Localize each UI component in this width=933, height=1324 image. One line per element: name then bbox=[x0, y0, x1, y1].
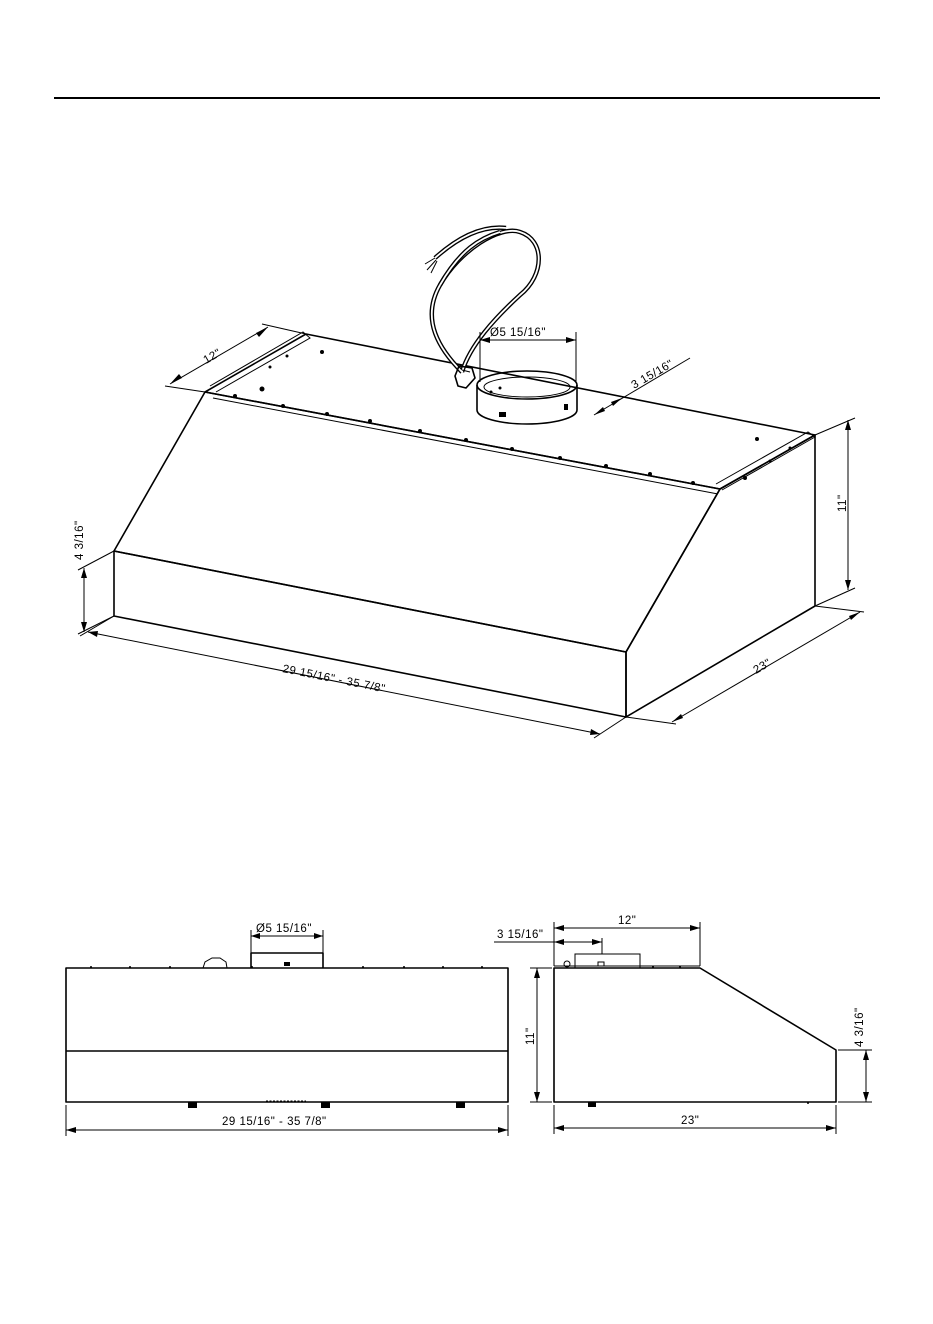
front-duct-diameter-label: Ø5 15/16" bbox=[256, 923, 312, 935]
side-depth-top-label: 12" bbox=[618, 915, 636, 927]
dim-front-width: 29 15/16" - 35 7/8" bbox=[66, 1105, 508, 1136]
iso-width-label: 29 15/16" - 35 7/8" bbox=[281, 663, 386, 695]
iso-depth-top-label: 12" bbox=[202, 347, 224, 367]
dim-side-front-height: 4 3/16" bbox=[838, 1007, 872, 1102]
power-cord bbox=[425, 228, 539, 388]
side-view-body bbox=[554, 968, 836, 1102]
side-duct-offset-label: 3 15/16" bbox=[497, 929, 543, 941]
iso-duct-offset-label: 3 15/16" bbox=[630, 358, 676, 392]
dim-iso-depth-top: 12" bbox=[165, 324, 306, 392]
dim-iso-depth-total: 23" bbox=[626, 606, 864, 724]
dim-iso-height: 11" bbox=[815, 418, 855, 606]
isometric-view: 12" Ø5 15/16" 3 15/16" 11" bbox=[74, 228, 864, 738]
dim-iso-duct-offset: 3 15/16" bbox=[594, 358, 690, 415]
dim-iso-width: 29 15/16" - 35 7/8" bbox=[80, 616, 626, 738]
dim-iso-front-height: 4 3/16" bbox=[74, 520, 114, 634]
side-view: 12" 3 15/16" 11" 4 3/16" bbox=[494, 915, 872, 1134]
front-view: Ø5 15/16" 29 15/16" - 35 7/8" bbox=[66, 923, 508, 1136]
dim-side-depth-total: 23" bbox=[554, 1105, 836, 1134]
iso-duct-diameter-label: Ø5 15/16" bbox=[490, 327, 546, 339]
hood-top-panel bbox=[205, 334, 815, 489]
front-width-label: 29 15/16" - 35 7/8" bbox=[222, 1116, 327, 1128]
hood-sloped-front bbox=[114, 392, 720, 652]
side-height-label: 11" bbox=[525, 1027, 537, 1045]
side-depth-total-label: 23" bbox=[681, 1115, 699, 1127]
dim-side-depth-top: 12" bbox=[554, 915, 700, 966]
dim-side-height: 11" bbox=[525, 968, 552, 1102]
front-view-cord bbox=[203, 958, 227, 968]
right-mounting-flange bbox=[716, 432, 815, 490]
iso-front-height-label: 4 3/16" bbox=[74, 520, 86, 560]
side-front-height-label: 4 3/16" bbox=[854, 1007, 866, 1047]
dim-side-duct-offset: 3 15/16" bbox=[494, 929, 602, 954]
iso-depth-total-label: 23" bbox=[752, 657, 774, 677]
duct-collar bbox=[477, 371, 577, 424]
dim-front-duct: Ø5 15/16" bbox=[251, 923, 323, 953]
front-view-body bbox=[66, 968, 508, 1102]
iso-height-label: 11" bbox=[837, 494, 849, 512]
